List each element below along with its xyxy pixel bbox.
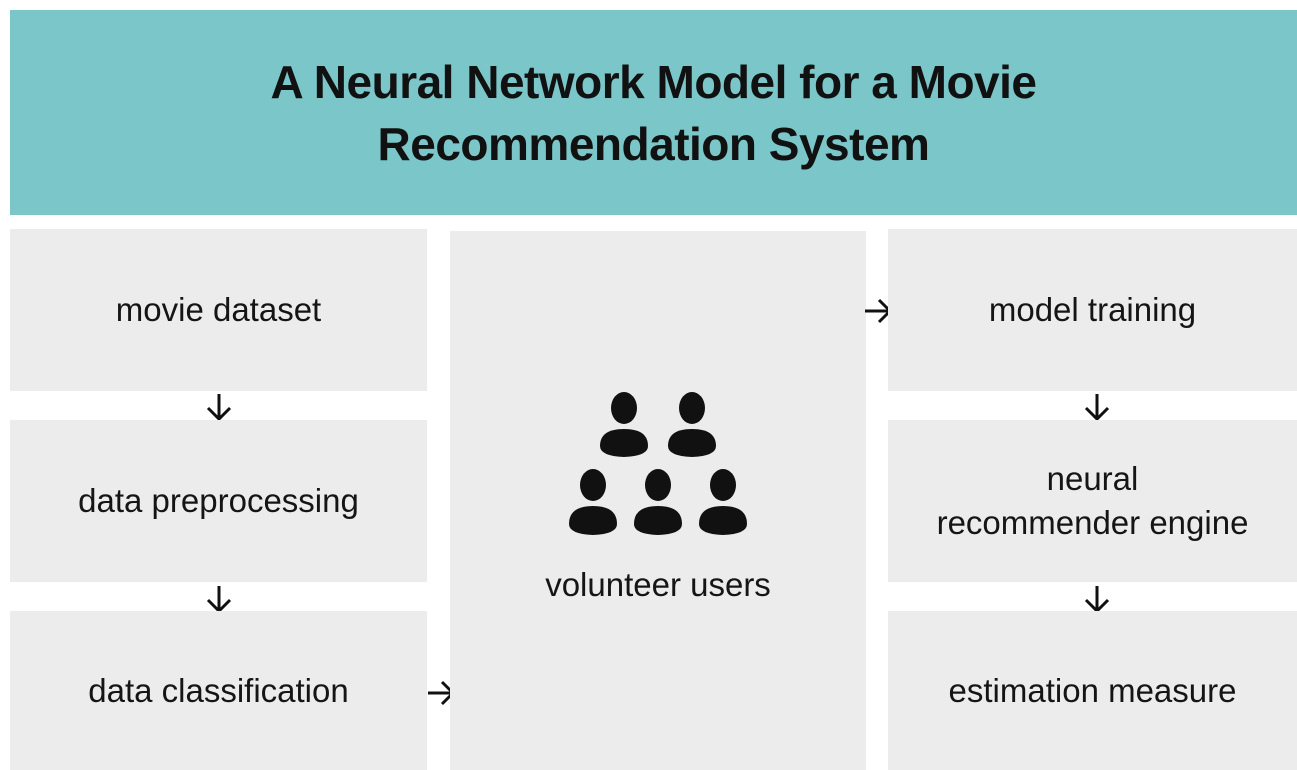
arrow-down-icon bbox=[203, 391, 235, 423]
step-movie-dataset: movie dataset bbox=[10, 229, 427, 391]
volunteer-users-label: volunteer users bbox=[545, 566, 771, 603]
step-label: data preprocessing bbox=[78, 482, 359, 519]
step-model-training: model training bbox=[888, 229, 1297, 391]
step-label: neural recommender engine bbox=[936, 460, 1249, 541]
arrow-down-icon bbox=[1081, 391, 1113, 423]
step-data-classification: data classification bbox=[10, 611, 427, 770]
step-label: estimation measure bbox=[948, 671, 1237, 709]
title-banner: A Neural Network Model for a Movie Recom… bbox=[10, 10, 1297, 215]
step-neural-recommender-engine: neural recommender engine bbox=[888, 420, 1297, 582]
step-label: movie dataset bbox=[115, 291, 322, 328]
step-label: data classification bbox=[88, 671, 349, 709]
step-volunteer-users: volunteer users bbox=[450, 231, 866, 770]
group-of-people-icon bbox=[569, 391, 747, 539]
step-estimation-measure: estimation measure bbox=[888, 611, 1297, 770]
step-label: model training bbox=[988, 291, 1197, 328]
step-data-preprocessing: data preprocessing bbox=[10, 420, 427, 582]
diagram-title: A Neural Network Model for a Movie Recom… bbox=[270, 55, 1038, 170]
